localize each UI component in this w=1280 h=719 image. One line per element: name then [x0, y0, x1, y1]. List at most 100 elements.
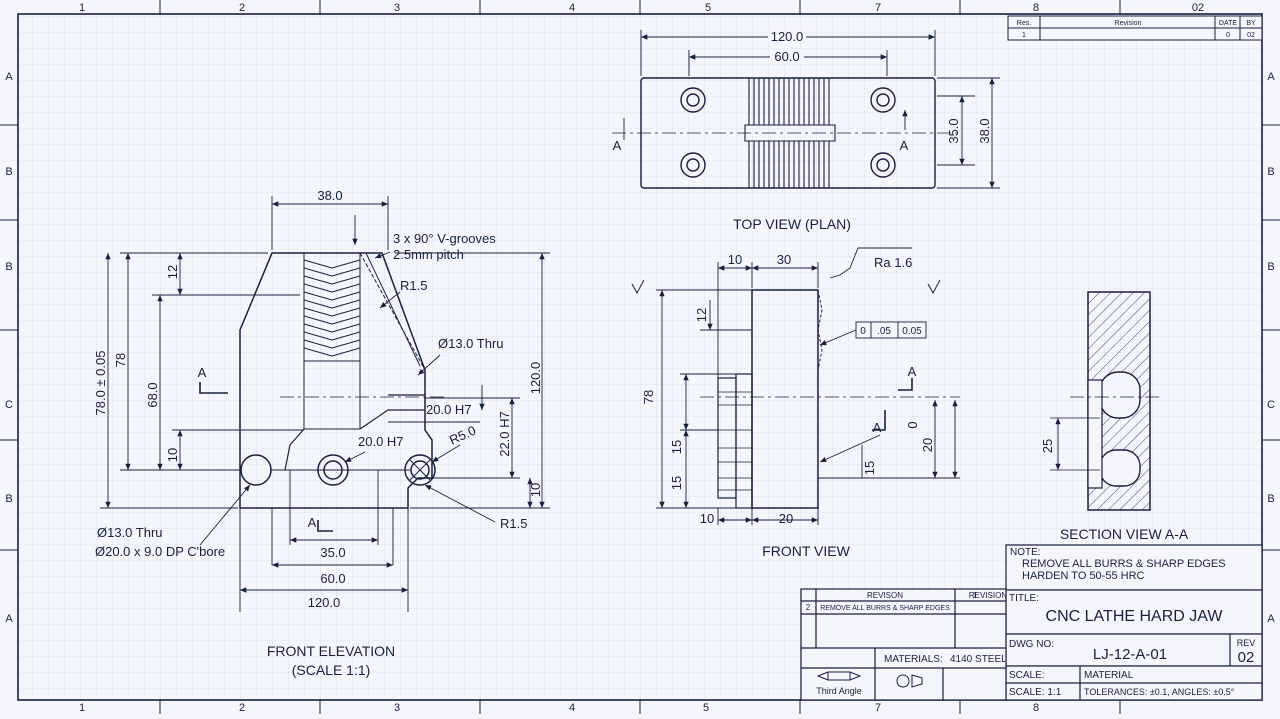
rev-table-head-2: 1 [973, 591, 978, 600]
fv-dim-12: 12 [694, 308, 709, 322]
notes-line2: HARDEN TO 50-55 HRC [1022, 570, 1145, 582]
dwg-no: LJ-12-A-01 [1093, 646, 1167, 663]
materials-label: MATERIALS: [884, 654, 943, 665]
fe-dim-120-bottom: 120.0 [308, 595, 341, 610]
fe-dim-12: 12 [165, 265, 180, 279]
border-bottom-8: 8 [1033, 702, 1039, 714]
front-elevation-dimensions [100, 196, 550, 612]
rev-top-col4: BY [1246, 20, 1256, 27]
fv-dim-0: 0 [905, 421, 920, 428]
fe-radius-1: R1.5 [400, 278, 427, 293]
border-bottom-3: 3 [394, 702, 400, 714]
fv-dim-15-right: 15 [862, 461, 877, 475]
front-view-title: FRONT VIEW [762, 543, 850, 559]
fv-section-label-2: A [873, 420, 882, 435]
fe-dim-78-tol: 78.0 ± 0.05 [93, 351, 108, 416]
border-bottom-7: 7 [875, 702, 881, 714]
rev-label: REV [1237, 638, 1256, 648]
section-view-title: SECTION VIEW A-A [1060, 526, 1189, 542]
front-elevation-title: FRONT ELEVATION [267, 643, 395, 659]
fv-dim-78: 78 [641, 390, 656, 404]
rev-top-col2: Revision [1115, 20, 1142, 27]
fe-section-label-2: A [308, 515, 317, 530]
top-dim-35: 35.0 [946, 118, 961, 143]
fe-fit-22h7: 22.0 H7 [497, 411, 512, 457]
border-right-2: B [1267, 166, 1274, 178]
top-dim-60: 60.0 [774, 49, 799, 64]
fe-cbore-line1: Ø13.0 Thru [97, 525, 163, 540]
top-dim-120: 120.0 [771, 29, 804, 44]
sv-dim-25: 25 [1040, 439, 1055, 453]
fv-dim-30: 30 [777, 252, 791, 267]
border-top-1: 1 [79, 2, 85, 14]
border-top-5: 5 [705, 2, 711, 14]
section-view [1050, 291, 1160, 511]
fv-dim-15a: 15 [669, 440, 684, 454]
border-top-02: 02 [1192, 2, 1204, 14]
top-view-dimensions [623, 30, 1000, 189]
title-label: TITLE: [1009, 593, 1039, 604]
border-bottom-4: 4 [569, 702, 575, 714]
third-angle-icon [816, 671, 923, 688]
dwg-no-label: DWG NO: [1009, 639, 1054, 650]
front-elevation [239, 252, 445, 509]
fv-section-label-1: A [908, 364, 917, 379]
front-elevation-body [239, 252, 433, 509]
rev-value: 02 [1238, 649, 1255, 666]
border-left-4: C [5, 399, 13, 411]
top-view-holes [680, 87, 896, 178]
fe-fit-20h7-right: 20.0 H7 [426, 402, 472, 417]
border-top-3: 3 [394, 2, 400, 14]
notes-line1: REMOVE ALL BURRS & SHARP EDGES [1022, 558, 1226, 570]
fv-dim-10-top: 10 [728, 252, 742, 267]
front-view-dimensions [631, 247, 960, 525]
rev-table-head-3: REVISION [969, 591, 1007, 600]
border-left-1: A [5, 71, 13, 83]
top-section-label-left: A [613, 138, 622, 153]
fv-fcf-symbol: 0 [860, 326, 866, 337]
rev-table-row-num: 2 [806, 603, 811, 612]
scale-label-1: SCALE: [1009, 670, 1045, 681]
fv-dim-10-bottom: 10 [700, 511, 714, 526]
scale-label-2: SCALE: 1:1 [1009, 687, 1062, 698]
fe-note-grooves-2: 2.5mm pitch [393, 247, 464, 262]
fe-note-grooves-1: 3 x 90° V-grooves [393, 231, 496, 246]
fv-fcf-value1: .05 [877, 326, 891, 337]
border-right-3: B [1267, 261, 1274, 273]
fe-dim-120-right: 120.0 [528, 362, 543, 395]
fe-cbore-line2: Ø20.0 x 9.0 DP C'bore [95, 544, 225, 559]
rev-top-col1: Res. [1017, 20, 1031, 27]
fv-dim-20-right: 20 [920, 438, 935, 452]
notes-heading: NOTE: [1010, 547, 1041, 558]
border-left-6: A [5, 613, 13, 625]
border-right-5: B [1267, 493, 1274, 505]
rev-table-row-text: REMOVE ALL BURRS & SHARP EDGES [820, 605, 950, 612]
rev-top-rowval1: 0 [1226, 32, 1230, 39]
fe-radius-15-bottom: R1.5 [500, 516, 527, 531]
rev-top-rowval2: 02 [1247, 32, 1255, 39]
border-right-6: A [1267, 613, 1275, 625]
border-bottom-1: 1 [79, 702, 85, 714]
border-right-1: A [1267, 71, 1275, 83]
border-top-7: 7 [875, 2, 881, 14]
rev-table-head-1: REVISON [867, 591, 903, 600]
front-view [700, 289, 960, 509]
title-block-frame [800, 544, 1263, 701]
fe-section-label-1: A [198, 365, 207, 380]
fe-dim-60: 60.0 [320, 571, 345, 586]
fe-dim-35: 35.0 [320, 545, 345, 560]
projection-label: Third Angle [816, 686, 862, 696]
border-top-2: 2 [239, 2, 245, 14]
fe-dim-10: 10 [165, 448, 180, 462]
border-left-3: B [5, 261, 12, 273]
rev-top-rownum: 1 [1022, 32, 1026, 39]
drawing-title: CNC LATHE HARD JAW [1046, 608, 1224, 625]
border-top-8: 8 [1033, 2, 1039, 14]
fe-dim-78: 78 [113, 353, 128, 367]
fv-dim-20: 20 [779, 511, 793, 526]
front-elevation-scale: (SCALE 1:1) [292, 662, 371, 678]
fe-fit-20h7-center: 20.0 H7 [358, 434, 404, 449]
border-top-4: 4 [569, 2, 575, 14]
